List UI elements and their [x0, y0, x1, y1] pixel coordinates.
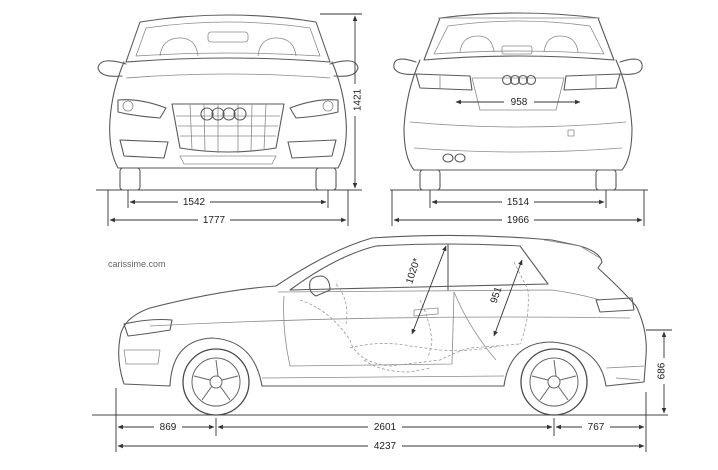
rear-wheel [520, 348, 588, 416]
side-view [92, 234, 672, 452]
label-wheelbase: 2601 [374, 422, 397, 433]
label-length: 4237 [374, 441, 397, 452]
label-front-overhang: 869 [160, 422, 177, 433]
watermark: carissime.com [108, 259, 166, 269]
front-wheel [182, 348, 250, 416]
rear-view [390, 12, 648, 226]
brand-rings-front [200, 107, 247, 121]
label-headroom: 1020* [404, 257, 423, 285]
front-view [96, 13, 362, 226]
label-rear-width: 1966 [507, 215, 530, 226]
label-diagonal: 951 [489, 285, 505, 305]
label-rear-overhang: 767 [588, 422, 605, 433]
label-front-track: 1542 [183, 197, 206, 208]
brand-rings-rear [501, 74, 537, 86]
label-front-width: 1777 [203, 215, 226, 226]
label-sill-height: 686 [657, 362, 668, 379]
label-height: 1421 [353, 88, 364, 111]
label-trunk-width: 958 [511, 97, 528, 108]
label-rear-track: 1514 [507, 197, 530, 208]
